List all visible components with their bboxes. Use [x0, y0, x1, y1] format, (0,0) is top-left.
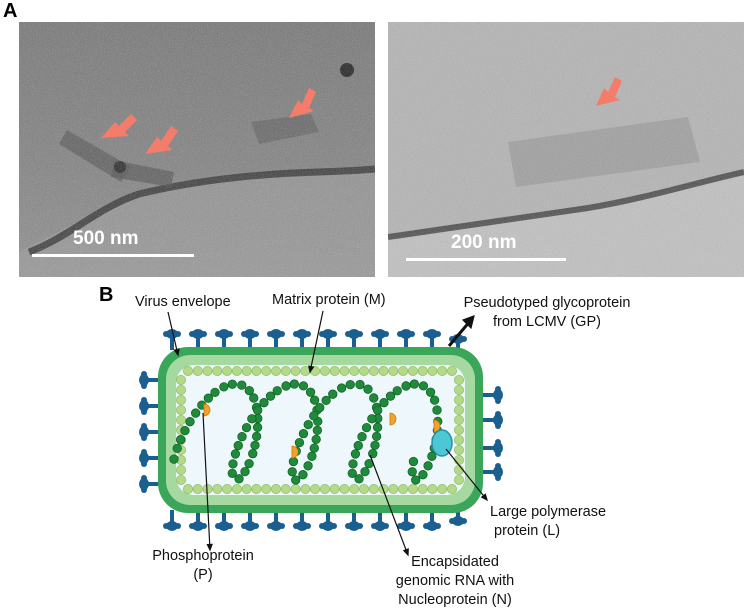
- glycoprotein-spike: [267, 510, 285, 531]
- glycoprotein-spike: [189, 329, 207, 350]
- phosphoprotein-marker: [291, 445, 299, 459]
- panel-a-letter: A: [3, 0, 18, 22]
- scale-label-500nm: 500 nm: [73, 228, 139, 249]
- glycoprotein-spike: [267, 329, 285, 350]
- phosphoprotein-marker: [203, 403, 211, 417]
- phosphoprotein-marker: [389, 412, 397, 426]
- glycoprotein-spike: [482, 463, 503, 481]
- label-virus-envelope: Virus envelope: [135, 294, 231, 310]
- label-glycoprotein-line2: from LCMV (GP): [493, 314, 601, 330]
- glycoprotein-spike: [482, 386, 503, 404]
- glycoprotein-spike: [241, 510, 259, 531]
- panel-b-letter: B: [99, 284, 114, 306]
- phosphoprotein-markers: [203, 403, 441, 459]
- glycoprotein-spike: [397, 510, 415, 531]
- phosphoprotein-marker: [433, 419, 441, 433]
- glycoprotein-spike: [215, 510, 233, 531]
- glycoprotein-spike: [293, 329, 311, 350]
- glycoprotein-spike: [397, 329, 415, 350]
- label-glycoprotein: Pseudotyped glycoprotein from LCMV (GP): [447, 294, 647, 332]
- glycoprotein-spike: [139, 423, 160, 441]
- glycoprotein-spike: [482, 439, 503, 457]
- glycoprotein-spike: [215, 329, 233, 350]
- label-genomic-rna-line1: Encapsidated: [411, 554, 499, 570]
- label-glycoprotein-line1: Pseudotyped glycoprotein: [463, 295, 631, 311]
- virion-arrow: [101, 88, 316, 154]
- glycoprotein-spike: [139, 475, 160, 493]
- em-micrograph-left: [19, 22, 375, 277]
- label-genomic-rna-line3: Nucleoprotein (N): [398, 592, 512, 608]
- label-genomic-rna: Encapsidated genomic RNA with Nucleoprot…: [390, 553, 520, 610]
- glycoprotein-spike: [423, 329, 441, 350]
- label-polymerase-line1: Large polymerase: [490, 504, 607, 520]
- scale-label-200nm: 200 nm: [451, 232, 517, 253]
- glycoprotein-spike: [139, 449, 160, 467]
- glycoprotein-spike: [345, 329, 363, 350]
- glycoprotein-spike: [345, 510, 363, 531]
- label-phosphoprotein-line2: (P): [193, 567, 213, 583]
- glycoprotein-spike: [482, 411, 503, 429]
- label-matrix-protein: Matrix protein (M): [272, 292, 386, 308]
- glycoprotein-spike: [163, 510, 181, 531]
- glycoprotein-spike: [423, 510, 441, 531]
- glycoprotein-spike: [293, 510, 311, 531]
- label-phosphoprotein-line1: Phosphoprotein: [152, 548, 254, 564]
- em-micrograph-right: [388, 22, 744, 277]
- glycoprotein-spike: [241, 329, 259, 350]
- virion-arrow: [596, 77, 622, 106]
- glycoprotein-spike: [189, 510, 207, 531]
- glycoprotein-spike: [139, 371, 160, 389]
- glycoprotein-spike: [163, 329, 181, 350]
- glycoprotein-spike: [371, 510, 389, 531]
- glycoprotein-spike: [139, 397, 160, 415]
- label-phosphoprotein: Phosphoprotein (P): [138, 547, 268, 585]
- glycoprotein-spike: [319, 329, 337, 350]
- label-polymerase-line2: protein (L): [494, 523, 561, 539]
- glycoprotein-spike: [371, 329, 389, 350]
- glycoprotein-spike: [319, 510, 337, 531]
- label-polymerase: Large polymerase protein (L): [490, 503, 606, 541]
- label-genomic-rna-line2: genomic RNA with: [395, 573, 515, 589]
